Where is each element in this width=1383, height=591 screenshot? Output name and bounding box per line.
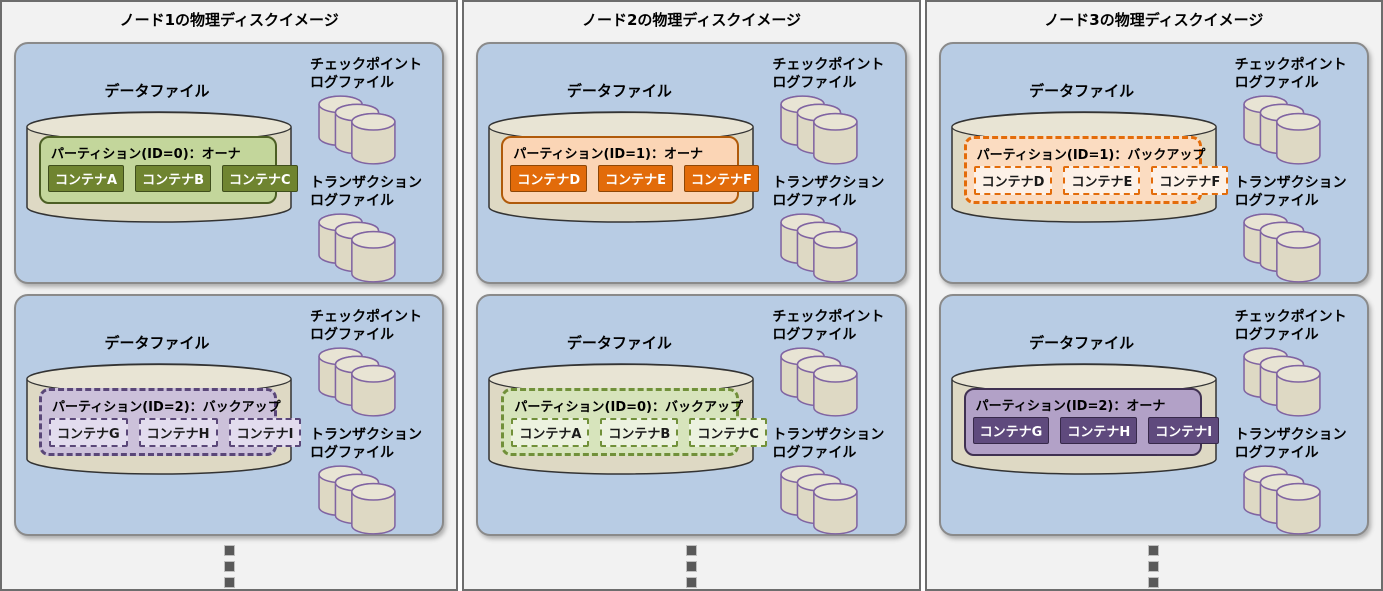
partition-box: パーティション(ID=2)：バックアップ コンテナG コンテナH コンテナI [39, 388, 302, 456]
checkpoint-log-label: チェックポイント ログファイル [1234, 57, 1347, 91]
transaction-log-label: トランザクション ログファイル [772, 427, 885, 461]
ellipsis-dot [685, 561, 697, 572]
data-file-label: データファイル [566, 82, 672, 100]
container-row: コンテナA コンテナB コンテナC [48, 165, 298, 192]
ellipsis-dot [685, 545, 697, 556]
container-box: コンテナG [972, 417, 1050, 444]
data-file-cylinder-icon: パーティション(ID=2)：バックアップ コンテナG コンテナH コンテナI [26, 362, 302, 478]
transaction-log-label: トランザクション ログファイル [310, 427, 422, 461]
checkpoint-log-cylinders-icon [780, 347, 860, 417]
page-title: ノード2の物理ディスクイメージ [581, 11, 802, 29]
disk-image-box: データファイル パーティション(ID=1)：オーナ コンテナD コンテナE コン… [476, 42, 907, 284]
container-box: コンテナF [1151, 166, 1229, 195]
partition-label: パーティション(ID=2)：オーナ [975, 399, 1166, 414]
transaction-log-label: トランザクション ログファイル [310, 175, 422, 209]
partition-label: パーティション(ID=1)：バックアップ [976, 148, 1206, 163]
ellipsis-dot [223, 545, 235, 556]
checkpoint-log-cylinders-icon [780, 95, 860, 165]
partition-label: パーティション(ID=0)：バックアップ [514, 400, 743, 415]
ellipsis-dot [685, 577, 697, 588]
transaction-log-label: トランザクション ログファイル [1234, 175, 1347, 209]
data-file-cylinder-icon: パーティション(ID=2)：オーナ コンテナG コンテナH コンテナI [951, 362, 1220, 478]
vertical-ellipsis-icon [2, 545, 456, 588]
data-file-cylinder-icon: パーティション(ID=1)：オーナ コンテナD コンテナE コンテナF [488, 110, 759, 226]
disk-image-box: データファイル パーティション(ID=0)：オーナ コンテナA コンテナB コン… [14, 42, 445, 284]
partition-box: パーティション(ID=0)：オーナ コンテナA コンテナB コンテナC [39, 136, 298, 204]
container-box: コンテナB [135, 165, 211, 192]
transaction-log-cylinders-icon [780, 465, 860, 535]
partition-label: パーティション(ID=1)：オーナ [513, 147, 703, 162]
transaction-log-cylinders-icon [318, 213, 398, 283]
container-box: コンテナD [973, 166, 1053, 195]
data-file-cylinder-icon: パーティション(ID=1)：バックアップ コンテナD コンテナE コンテナF [951, 110, 1229, 226]
container-box: コンテナH [1060, 417, 1138, 444]
checkpoint-log-label: チェックポイント ログファイル [310, 309, 422, 343]
container-box: コンテナA [511, 418, 590, 447]
container-box: コンテナB [600, 418, 679, 447]
container-box: コンテナI [1148, 417, 1220, 444]
checkpoint-log-cylinders-icon [1243, 347, 1323, 417]
page-title: ノード1の物理ディスクイメージ [119, 11, 339, 29]
node-panel-3: ノード3の物理ディスクイメージ データファイル パーティション(ID=1)：バッ… [924, 0, 1383, 591]
partition-box: パーティション(ID=1)：バックアップ コンテナD コンテナE コンテナF [963, 136, 1229, 204]
disk-image-box: データファイル パーティション(ID=2)：バックアップ コンテナG コンテナH… [14, 294, 445, 536]
disk-image-box: データファイル パーティション(ID=1)：バックアップ コンテナD コンテナE… [938, 42, 1369, 284]
container-box: コンテナG [49, 418, 128, 447]
vertical-ellipsis-icon [927, 545, 1381, 588]
container-row: コンテナG コンテナH コンテナI [49, 418, 302, 447]
data-file-label: データファイル [1029, 82, 1135, 100]
container-box: コンテナC [221, 165, 298, 192]
disk-image-box: データファイル パーティション(ID=2)：オーナ コンテナG コンテナH コン… [938, 294, 1369, 536]
partition-box: パーティション(ID=2)：オーナ コンテナG コンテナH コンテナI [963, 388, 1220, 456]
vertical-ellipsis-icon [464, 545, 918, 588]
partition-box: パーティション(ID=1)：オーナ コンテナD コンテナE コンテナF [501, 136, 759, 204]
checkpoint-log-label: チェックポイント ログファイル [1234, 309, 1347, 343]
ellipsis-dot [223, 577, 235, 588]
checkpoint-log-cylinders-icon [318, 95, 398, 165]
ellipsis-dot [1148, 577, 1160, 588]
checkpoint-log-cylinders-icon [318, 347, 398, 417]
checkpoint-log-label: チェックポイント ログファイル [310, 57, 422, 91]
disk-image-box: データファイル パーティション(ID=0)：バックアップ コンテナA コンテナB… [476, 294, 907, 536]
transaction-log-label: トランザクション ログファイル [772, 175, 885, 209]
page-title: ノード3の物理ディスクイメージ [1044, 11, 1264, 29]
partition-label: パーティション(ID=0)：オーナ [51, 147, 241, 162]
transaction-log-label: トランザクション ログファイル [1234, 427, 1347, 461]
data-file-label: データファイル [104, 334, 210, 352]
container-row: コンテナA コンテナB コンテナC [511, 418, 767, 447]
node-panel-2: ノード2の物理ディスクイメージ データファイル パーティション(ID=1)：オー… [462, 0, 921, 591]
container-row: コンテナD コンテナE コンテナF [510, 165, 759, 192]
container-row: コンテナD コンテナE コンテナF [973, 166, 1229, 195]
ellipsis-dot [1148, 545, 1160, 556]
container-row: コンテナG コンテナH コンテナI [972, 417, 1220, 444]
data-file-label: データファイル [566, 334, 672, 352]
data-file-cylinder-icon: パーティション(ID=0)：オーナ コンテナA コンテナB コンテナC [26, 110, 298, 226]
transaction-log-cylinders-icon [318, 465, 398, 535]
data-file-cylinder-icon: パーティション(ID=0)：バックアップ コンテナA コンテナB コンテナC [488, 362, 767, 478]
node-panel-1: ノード1の物理ディスクイメージ データファイル パーティション(ID=0)：オー… [0, 0, 459, 591]
container-box: コンテナE [1063, 166, 1141, 195]
checkpoint-log-label: チェックポイント ログファイル [772, 57, 885, 91]
container-box: コンテナF [684, 165, 759, 192]
container-box: コンテナI [228, 418, 302, 447]
transaction-log-cylinders-icon [1243, 213, 1323, 283]
partition-label: パーティション(ID=2)：バックアップ [52, 400, 281, 415]
transaction-log-cylinders-icon [1243, 465, 1323, 535]
partition-box: パーティション(ID=0)：バックアップ コンテナA コンテナB コンテナC [501, 388, 767, 456]
data-file-label: データファイル [1029, 334, 1135, 352]
data-file-label: データファイル [104, 82, 210, 100]
ellipsis-dot [1148, 561, 1160, 572]
container-box: コンテナC [689, 418, 767, 447]
container-box: コンテナE [598, 165, 674, 192]
checkpoint-log-label: チェックポイント ログファイル [772, 309, 885, 343]
container-box: コンテナA [48, 165, 125, 192]
checkpoint-log-cylinders-icon [1243, 95, 1323, 165]
container-box: コンテナH [138, 418, 218, 447]
ellipsis-dot [223, 561, 235, 572]
transaction-log-cylinders-icon [780, 213, 860, 283]
container-box: コンテナD [510, 165, 588, 192]
